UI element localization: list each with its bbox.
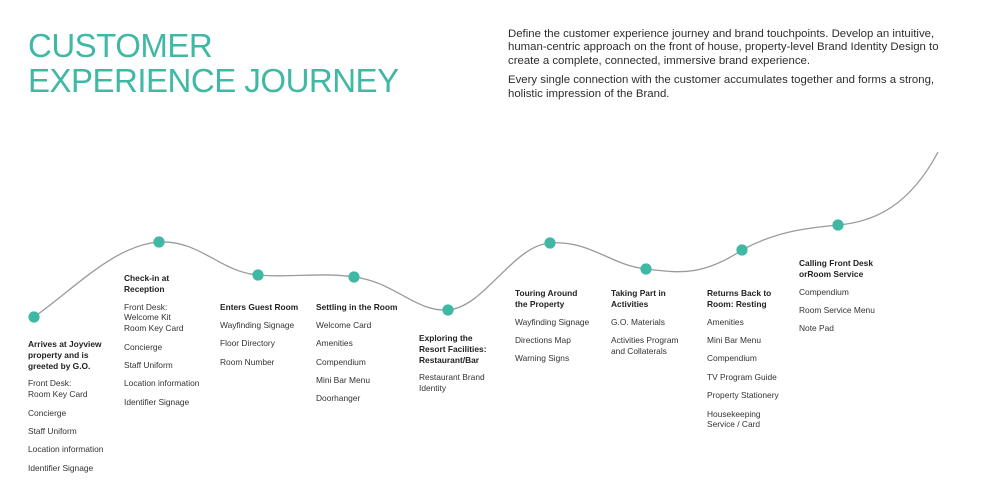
stage-touring: Touring Around the Property Wayfinding S… (515, 288, 603, 372)
touchpoint: Concierge (28, 407, 67, 418)
touchpoint: Staff Uniform (124, 359, 173, 370)
stage-node-5 (442, 304, 454, 316)
touchpoint: Mini Bar Menu (316, 374, 370, 385)
stage-node-1 (28, 311, 40, 323)
touchpoint: Directions Map (515, 334, 571, 345)
touchpoint: Location information (28, 444, 104, 455)
touchpoint: Amenities (707, 316, 744, 327)
touchpoint: Amenities (316, 338, 353, 349)
touchpoint: G.O. Materials (611, 316, 665, 327)
stage-node-4 (348, 271, 360, 283)
touchpoint: Compendium (799, 286, 849, 297)
touchpoint: Identifier Signage (28, 462, 94, 473)
page-title-line-2: EXPERIENCE JOURNEY (28, 62, 399, 99)
stage-title: Taking Part in Activities (611, 288, 666, 309)
touchpoint: Concierge (124, 341, 163, 352)
stage-node-7 (640, 263, 652, 275)
touchpoint: Activities Program and Collaterals (611, 334, 679, 356)
stage-calling: Calling Front Desk orRoom Service Compen… (799, 258, 889, 342)
touchpoint: Front Desk: Room Key Card (28, 378, 88, 400)
stage-title: Arrives at Joyview property and is greet… (28, 339, 102, 371)
stage-arrives: Arrives at Joyview property and is greet… (28, 339, 120, 481)
intro-paragraph-1: Define the customer experience journey a… (508, 28, 939, 67)
stage-title: Returns Back to Room: Resting (707, 288, 772, 309)
stage-node-3 (252, 269, 264, 281)
touchpoint: Location information (124, 378, 200, 389)
stage-title: Check-in at Reception (124, 273, 170, 294)
touchpoint: Room Number (220, 356, 275, 367)
touchpoint: Floor Directory (220, 338, 275, 349)
touchpoint: Wayfinding Signage (515, 316, 590, 327)
stage-node-9 (832, 219, 844, 231)
stage-title: Touring Around the Property (515, 288, 578, 309)
touchpoint: Note Pad (799, 323, 834, 334)
touchpoint: Wayfinding Signage (220, 319, 295, 330)
stage-title: Exploring the Resort Facilities: Restaur… (419, 333, 487, 365)
touchpoint: Mini Bar Menu (707, 334, 761, 345)
touchpoint: Doorhanger (316, 393, 361, 404)
stage-title: Enters Guest Room (220, 302, 299, 312)
intro-text: Define the customer experience journey a… (508, 28, 968, 107)
stage-enters-room: Enters Guest Room Wayfinding Signage Flo… (220, 302, 310, 375)
stage-exploring: Exploring the Resort Facilities: Restaur… (419, 333, 499, 402)
intro-paragraph-2: Every single connection with the custome… (508, 74, 935, 100)
touchpoint: Front Desk: Welcome Kit Room Key Card (124, 301, 184, 334)
stage-settling: Settling in the Room Welcome Card Amenit… (316, 302, 414, 412)
touchpoint: Property Stationery (707, 390, 779, 401)
stage-check-in: Check-in at Reception Front Desk: Welcom… (124, 273, 212, 415)
touchpoint: TV Program Guide (707, 371, 777, 382)
touchpoint: Identifier Signage (124, 396, 190, 407)
touchpoint: Room Service Menu (799, 304, 875, 315)
stage-node-6 (544, 237, 556, 249)
page-title-line-1: CUSTOMER (28, 27, 213, 64)
touchpoint: Warning Signs (515, 353, 570, 364)
page-title: CUSTOMER EXPERIENCE JOURNEY (28, 28, 399, 98)
stage-activities: Taking Part in Activities G.O. Materials… (611, 288, 699, 364)
touchpoint: Compendium (316, 356, 366, 367)
stage-node-8 (736, 244, 748, 256)
touchpoint: Housekeeping Service / Card (707, 408, 761, 430)
stage-returns: Returns Back to Room: Resting Amenities … (707, 288, 795, 438)
touchpoint: Compendium (707, 353, 757, 364)
stage-title: Settling in the Room (316, 302, 398, 312)
touchpoint: Staff Uniform (28, 425, 77, 436)
touchpoint: Restaurant Brand Identity (419, 372, 485, 394)
journey-curve (33, 151, 939, 318)
stage-title: Calling Front Desk orRoom Service (799, 258, 873, 279)
touchpoint: Welcome Card (316, 319, 372, 330)
stage-node-2 (153, 236, 165, 248)
